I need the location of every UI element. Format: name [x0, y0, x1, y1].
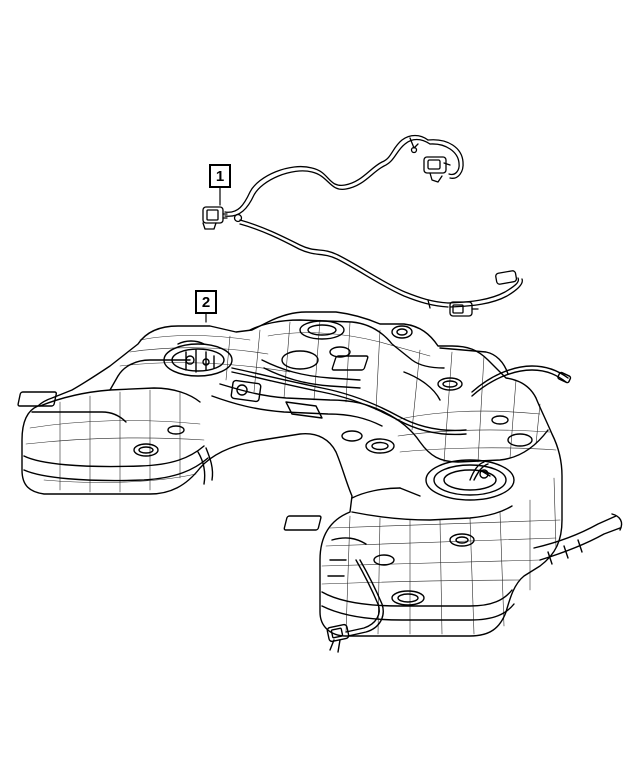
callout-1-label: 1: [215, 167, 225, 185]
callout-2-label: 2: [201, 293, 211, 311]
wiring-harness: [202, 134, 523, 317]
fuel-tank: [17, 311, 623, 653]
callout-2: 2: [195, 290, 217, 314]
tank-wireframe-mesh: [25, 319, 561, 635]
callout-1: 1: [209, 164, 231, 188]
